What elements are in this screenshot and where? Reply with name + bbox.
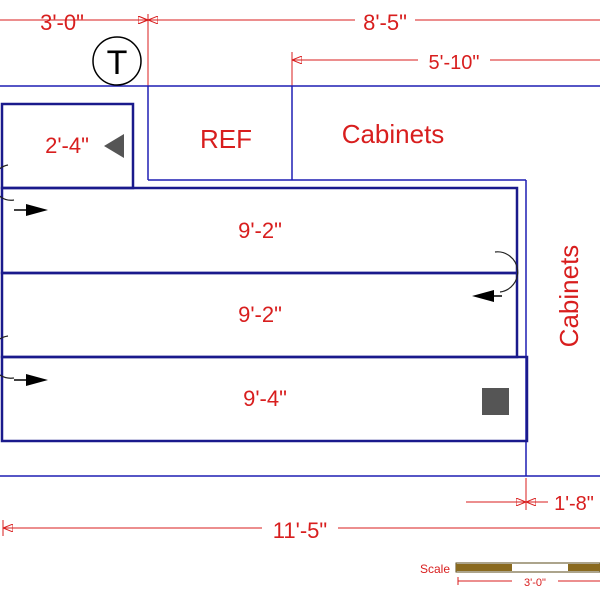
dimension-top-right-text: 8'-5": [363, 10, 407, 35]
run-small-label: 2'-4": [45, 133, 89, 158]
curve-icon: [0, 335, 15, 379]
dimension-right-bottom-text: 1'-8": [554, 493, 594, 515]
dimension-overall-bottom-text: 11'-5": [273, 518, 327, 543]
curve-icon: [0, 164, 15, 201]
left-triangle-icon: [104, 134, 124, 158]
wall-lines: [0, 85, 600, 477]
scale-value: 3'-0": [524, 577, 546, 589]
run-1-label: 9'-2": [238, 218, 282, 243]
dimension-upper-text: 5'-10": [429, 52, 480, 74]
run-3-box: [0, 355, 529, 443]
dimension-top-right: 8'-5": [118, 8, 600, 35]
right-arrow-icon: [26, 374, 48, 386]
cabinets-right-label: Cabinets: [554, 245, 584, 348]
ref-label: REF: [200, 124, 252, 154]
cabinets-top-label: Cabinets: [342, 119, 445, 149]
left-arrow-icon: [472, 290, 494, 302]
run-2-label: 9'-2": [238, 302, 282, 327]
dimension-overall-bottom: 11'-5": [2, 516, 600, 543]
end-square-icon: [482, 388, 509, 415]
thermostat-label: T: [107, 44, 128, 82]
thermostat: T: [92, 36, 142, 86]
right-arrow-icon: [26, 204, 48, 216]
run-3-label: 9'-4": [243, 386, 287, 411]
dimension-upper: 5'-10": [291, 46, 600, 88]
scale-bar: Scale 3'-0": [420, 562, 600, 589]
flow-arrows: [0, 134, 519, 415]
dimension-top-left-text: 3'-0": [40, 10, 84, 35]
scale-label: Scale: [420, 562, 450, 576]
curve-icon: [494, 251, 519, 293]
dimension-right-bottom: 1'-8": [466, 478, 594, 515]
run-boxes: [0, 102, 529, 443]
